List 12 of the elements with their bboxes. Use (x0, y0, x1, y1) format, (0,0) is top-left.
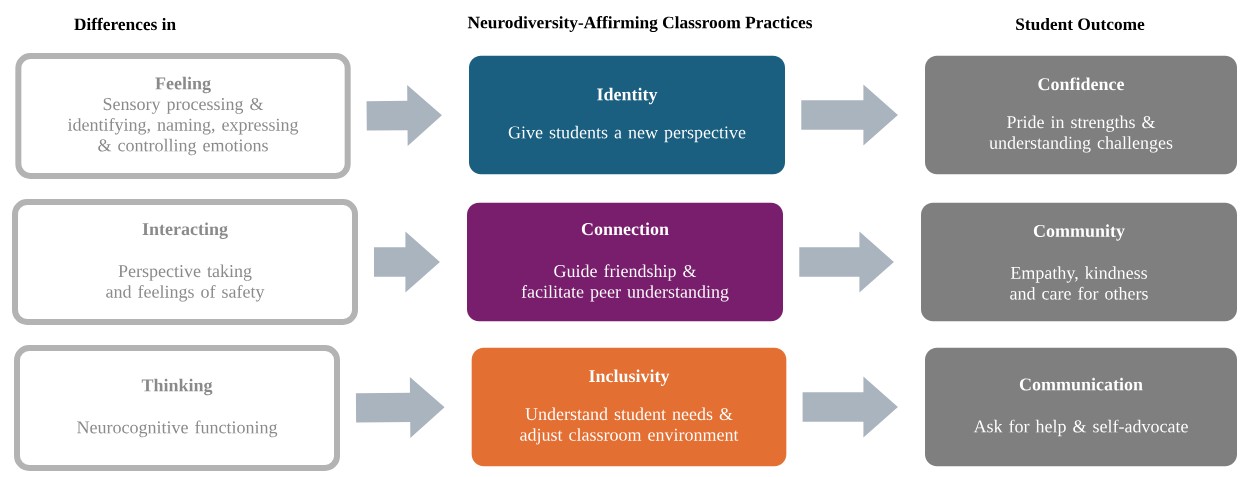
practice-box: Connection Guide friendship & facilitate peer understanding (467, 202, 783, 322)
practice-box: Community Empathy, kindness and care for others (921, 202, 1237, 322)
practice-box: Inclusivity Understand student needs & adjust classroom environment (471, 347, 787, 467)
practice-box: Feeling Sensory processing & identifying, naming, expressing & controlling emotions (15, 53, 351, 179)
column-heading: Student Outcome (1016, 17, 1145, 31)
column-heading: Neurodiversity-Affirming Classroom Practices (467, 15, 813, 32)
practice-box: Communication Ask for help & self-advocate (925, 347, 1237, 467)
practice-box: Identity Give students a new perspective (469, 55, 785, 175)
practice-box: Interacting Perspective taking and feelings of safety (12, 199, 358, 325)
practice-box: Thinking Neurocognitive functioning (14, 345, 340, 471)
column-heading: Differences in (74, 17, 176, 31)
practice-box: Confidence Pride in strengths & understanding challenges (925, 55, 1237, 175)
